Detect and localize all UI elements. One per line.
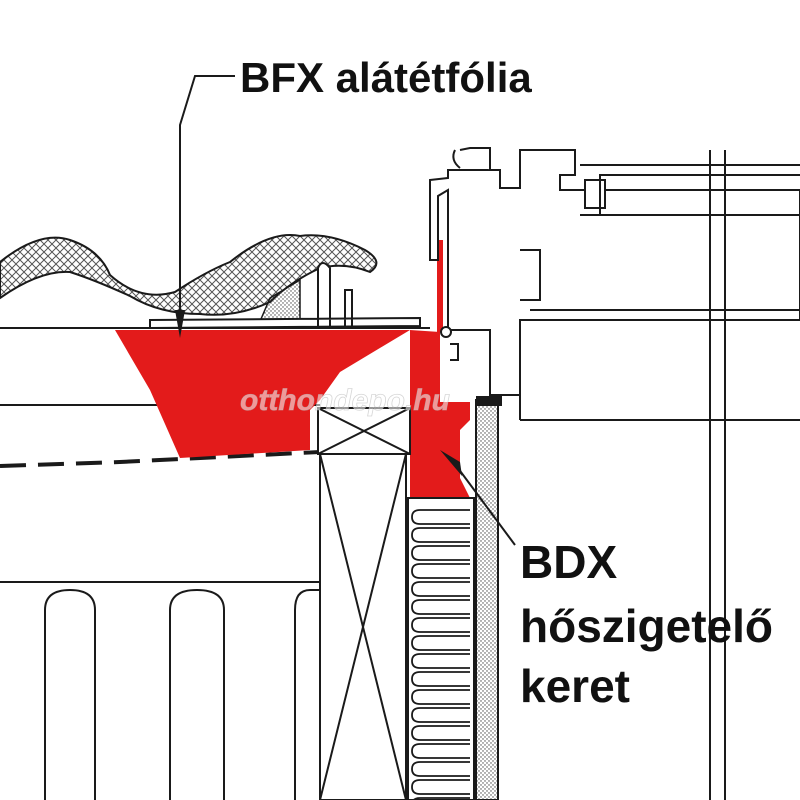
insulation-strip (411, 689, 470, 705)
label-underlay-film: BFX alátétfólia (240, 54, 532, 101)
frame-red-strip (437, 240, 443, 332)
watermark: otthondepo.hu (240, 384, 450, 417)
insulation-strip (412, 797, 470, 800)
label-frame-desc-2: keret (520, 660, 630, 712)
frame-insulation-block (407, 497, 475, 800)
insulation-strip (411, 563, 470, 579)
insulation-strip (411, 725, 470, 741)
roof-tile (0, 234, 378, 316)
window-frame-profile (429, 147, 800, 396)
label-frame-code: BDX (520, 536, 617, 588)
insulation-frame-collar (410, 330, 470, 498)
insulation-strip (411, 779, 470, 795)
insulation-strip (411, 635, 470, 651)
insulation-strip (411, 545, 470, 561)
insulation-strip (411, 707, 470, 723)
insulation-strip (411, 743, 470, 759)
window-sash-lines (519, 150, 800, 800)
pointer-arrow-icon (440, 450, 462, 476)
insulation-strip (411, 527, 470, 543)
insulation-strip (411, 671, 470, 687)
insulation-strip (411, 599, 470, 615)
label-frame-desc-1: hőszigetelő (520, 600, 773, 652)
timber-rafter (319, 453, 407, 800)
leader-lines (179, 75, 516, 546)
insulation-strip (411, 509, 470, 525)
lining-board (475, 399, 499, 800)
lining-cap (476, 396, 502, 406)
insulation-strip (411, 581, 470, 597)
insulation-strip (411, 617, 470, 633)
insulation-strip (411, 653, 470, 669)
insulation-batts (44, 588, 320, 800)
flashing-profile (149, 262, 421, 330)
pointer-arrow-icon (175, 310, 185, 338)
underlay-membrane (115, 330, 410, 458)
timber-batten (317, 407, 411, 455)
insulation-strip (411, 761, 470, 777)
